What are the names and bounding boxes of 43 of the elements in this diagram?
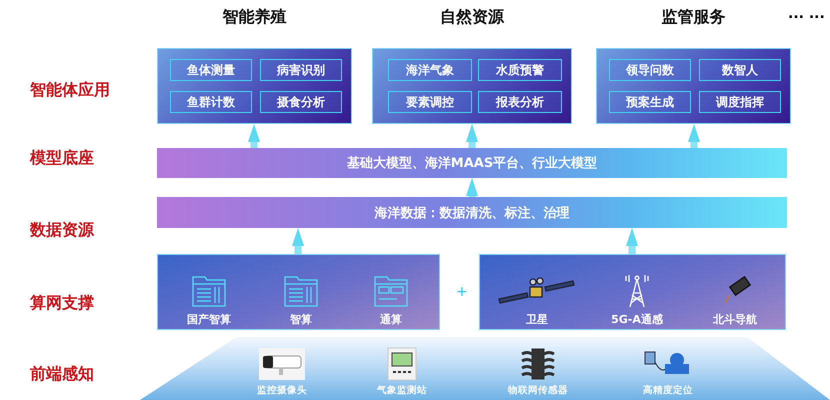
function-box: 要素调控	[388, 91, 472, 113]
arrow	[466, 124, 478, 148]
function-box: 病害识别	[260, 59, 342, 81]
item-label: 通算	[380, 312, 402, 327]
arrow	[292, 228, 304, 254]
item-label: 北斗导航	[713, 312, 757, 327]
arrow	[626, 228, 638, 254]
function-box: 鱼群计数	[170, 91, 252, 113]
item-label: 物联网传感器	[508, 384, 568, 397]
function-box: 领导问数	[609, 59, 691, 81]
item-label: 智算	[290, 312, 312, 327]
item-label: 高精度定位	[643, 384, 693, 397]
item-label: 国产智算	[187, 312, 231, 327]
item-label: 5G-A通感	[611, 312, 663, 327]
item-label: 气象监测站	[377, 384, 427, 397]
arrow	[466, 178, 478, 197]
layer-title: 智能体应用	[30, 80, 110, 101]
function-box: 调度指挥	[699, 91, 781, 113]
panel-background	[479, 254, 786, 330]
function-box: 摄食分析	[260, 91, 342, 113]
function-box: 海洋气象	[388, 59, 472, 81]
layer-band: 基础大模型、海洋MAAS平台、行业大模型	[157, 148, 787, 178]
layer-title: 前端感知	[30, 364, 94, 385]
layer-band: 海洋数据：数据清洗、标注、治理	[157, 197, 787, 228]
layer-title: 数据资源	[30, 220, 94, 241]
ellipsis-text: ... ...	[788, 6, 825, 22]
layer-title: 模型底座	[30, 148, 94, 169]
layer-title: 算网支撑	[30, 293, 94, 314]
item-label: 监控摄像头	[257, 384, 307, 397]
arrow	[248, 124, 260, 148]
platform-base	[140, 337, 830, 400]
function-box: 数智人	[699, 59, 781, 81]
panel-heading: 自然资源	[439, 7, 506, 28]
panel-background	[157, 254, 440, 330]
function-box: 水质预警	[478, 59, 562, 81]
plus-sign: +	[456, 284, 468, 300]
function-box: 报表分析	[478, 91, 562, 113]
function-box: 预案生成	[609, 91, 691, 113]
panel-heading: 智能养殖	[221, 7, 288, 28]
function-box: 鱼体测量	[170, 59, 252, 81]
item-label: 卫星	[526, 312, 548, 327]
panel-heading: 监管服务	[660, 7, 726, 28]
arrow	[688, 124, 700, 148]
